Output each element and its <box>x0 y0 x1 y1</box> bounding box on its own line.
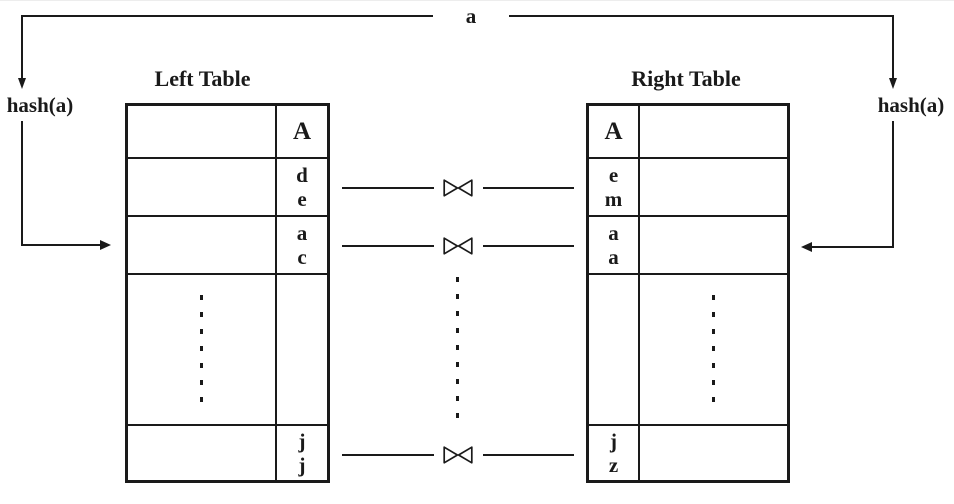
left-table-ellipsis-cell <box>128 275 277 426</box>
arrowhead-down-icon <box>18 78 26 89</box>
join-bowtie-icon <box>443 446 473 464</box>
right-bucket-line-horizontal <box>812 246 894 248</box>
left-table-key-values: a c <box>296 221 308 269</box>
right-table-key-values: e m <box>604 163 623 211</box>
right-table-title: Right Table <box>631 66 741 91</box>
left-table-title: Left Table <box>154 66 251 91</box>
right-hash-label: hash(a) <box>877 93 945 117</box>
left-hash-label: hash(a) <box>6 93 74 117</box>
right-table: A e m a a j z <box>586 103 790 483</box>
arrowhead-left-icon <box>801 242 812 252</box>
left-table-key-values: d e <box>296 163 308 211</box>
right-bucket-line-vertical <box>892 121 894 247</box>
join-bowtie-icon <box>443 179 473 197</box>
right-table-key-cell: j z <box>589 426 640 480</box>
left-hash-down-line <box>21 15 23 79</box>
join-line-right <box>483 245 574 247</box>
right-hash-down-line <box>892 15 894 79</box>
left-bucket-line-horizontal <box>21 244 101 246</box>
right-table-key-cell: a a <box>589 217 640 275</box>
join-line-left <box>342 245 434 247</box>
join-line-left <box>342 454 434 456</box>
right-table-key-cell <box>589 275 640 426</box>
join-line-right <box>483 454 574 456</box>
left-table-column-header: A <box>292 117 312 145</box>
left-table-key-cell: j j <box>277 426 327 480</box>
left-table-header-key-cell: A <box>277 106 327 159</box>
right-table-row-cell <box>640 217 787 275</box>
left-table-key-cell: a c <box>277 217 327 275</box>
left-table-header-row-cell <box>128 106 277 159</box>
right-table-column-header: A <box>604 117 623 145</box>
right-table-row-cell <box>640 426 787 480</box>
left-table-key-values: j j <box>298 429 306 477</box>
join-line-left <box>342 187 434 189</box>
left-table: A d e a c j j <box>125 103 330 483</box>
join-key-label: a <box>433 3 509 29</box>
right-table-key-cell: e m <box>589 159 640 217</box>
left-table-row-cell <box>128 217 277 275</box>
right-table-header-row-cell <box>640 106 787 159</box>
left-table-key-cell <box>277 275 327 426</box>
left-table-key-cell: d e <box>277 159 327 217</box>
join-bowtie-icon <box>443 237 473 255</box>
right-table-key-values: a a <box>608 221 619 269</box>
arrowhead-right-icon <box>100 240 111 250</box>
screen-top-edge <box>0 0 954 1</box>
left-bucket-line-vertical <box>21 121 23 246</box>
vertical-ellipsis-icon <box>200 294 203 405</box>
right-table-row-cell <box>640 159 787 217</box>
vertical-ellipsis-icon <box>712 294 715 405</box>
join-ellipsis-icon <box>456 277 459 427</box>
right-table-ellipsis-cell <box>640 275 787 426</box>
left-table-row-cell <box>128 159 277 217</box>
right-table-key-values: j z <box>608 429 619 477</box>
arrowhead-down-icon <box>889 78 897 89</box>
right-table-header-key-cell: A <box>589 106 640 159</box>
join-line-right <box>483 187 574 189</box>
left-table-row-cell <box>128 426 277 480</box>
